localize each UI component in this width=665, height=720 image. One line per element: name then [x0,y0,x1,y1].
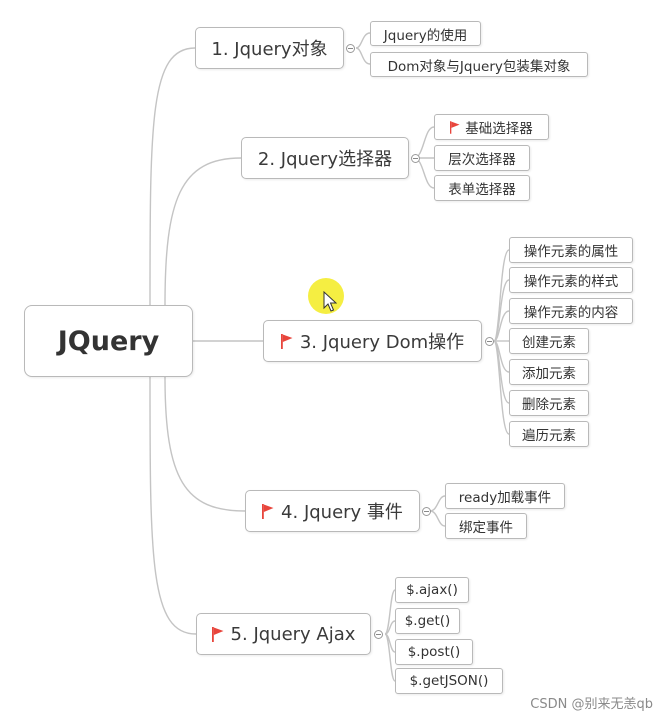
leaf-label: Jquery的使用 [383,27,468,44]
red-flag-icon [262,503,274,519]
leaf-node[interactable]: 操作元素的属性 [509,237,633,263]
leaf-node[interactable]: 层次选择器 [434,145,530,171]
branch-label: 2. Jquery选择器 [257,149,393,170]
collapse-toggle-icon[interactable] [422,507,431,516]
collapse-toggle-icon[interactable] [411,154,420,163]
leaf-label: 删除元素 [522,397,576,413]
leaf-node[interactable]: 创建元素 [509,328,589,354]
leaf-label: Dom对象与Jquery包装集对象 [387,58,571,75]
branch-node-4[interactable]: 4. Jquery 事件 [245,490,420,532]
branch-node-2[interactable]: 2. Jquery选择器 [241,137,409,179]
leaf-node[interactable]: 遍历元素 [509,421,589,447]
leaf-node[interactable]: 绑定事件 [445,513,527,539]
leaf-label: 操作元素的属性 [523,244,619,260]
leaf-label: 层次选择器 [448,152,516,168]
leaf-label: 基础选择器 [465,121,533,137]
leaf-node[interactable]: 表单选择器 [434,175,530,201]
branch-node-3[interactable]: 3. Jquery Dom操作 [263,320,482,362]
leaf-label: $.ajax() [406,582,458,598]
branch-label: 3. Jquery Dom操作 [299,332,465,353]
leaf-label: 创建元素 [522,335,576,351]
red-flag-icon [450,120,460,134]
leaf-node[interactable]: Jquery的使用 [370,21,481,46]
collapse-toggle-icon[interactable] [346,44,355,53]
leaf-node[interactable]: Dom对象与Jquery包装集对象 [370,52,588,77]
leaf-node[interactable]: $.ajax() [395,577,469,603]
leaf-node[interactable]: $.getJSON() [395,668,503,694]
leaf-label: 表单选择器 [448,182,516,198]
leaf-node[interactable]: $.post() [395,639,473,665]
leaf-label: $.get() [404,613,451,629]
collapse-toggle-icon[interactable] [374,630,383,639]
leaf-label: $.getJSON() [409,673,489,689]
root-label: JQuery [57,325,160,357]
leaf-label: $.post() [407,644,461,660]
leaf-node[interactable]: 基础选择器 [434,114,549,140]
red-flag-icon [211,626,224,642]
leaf-label: 遍历元素 [522,428,576,444]
collapse-toggle-icon[interactable] [485,337,494,346]
leaf-label: ready加载事件 [458,490,552,506]
leaf-label: 操作元素的内容 [523,305,619,321]
leaf-node[interactable]: $.get() [395,608,460,634]
leaf-label: 绑定事件 [459,520,513,536]
leaf-node[interactable]: ready加载事件 [445,483,565,509]
leaf-node[interactable]: 添加元素 [509,359,589,385]
branch-label: 4. Jquery 事件 [281,502,403,523]
leaf-node[interactable]: 操作元素的内容 [509,298,633,324]
branch-node-1[interactable]: 1. Jquery对象 [195,27,344,69]
leaf-label: 添加元素 [522,366,576,382]
root-node[interactable]: JQuery [24,305,193,377]
branch-label: 5. Jquery Ajax [230,623,356,645]
branch-label: 1. Jquery对象 [211,39,328,60]
watermark: CSDN @别来无恙qb [530,697,653,712]
leaf-node[interactable]: 删除元素 [509,390,589,416]
leaf-label: 操作元素的样式 [523,274,619,290]
mouse-pointer-icon [323,291,337,312]
leaf-node[interactable]: 操作元素的样式 [509,267,633,293]
branch-node-5[interactable]: 5. Jquery Ajax [196,613,371,655]
red-flag-icon [280,333,293,349]
